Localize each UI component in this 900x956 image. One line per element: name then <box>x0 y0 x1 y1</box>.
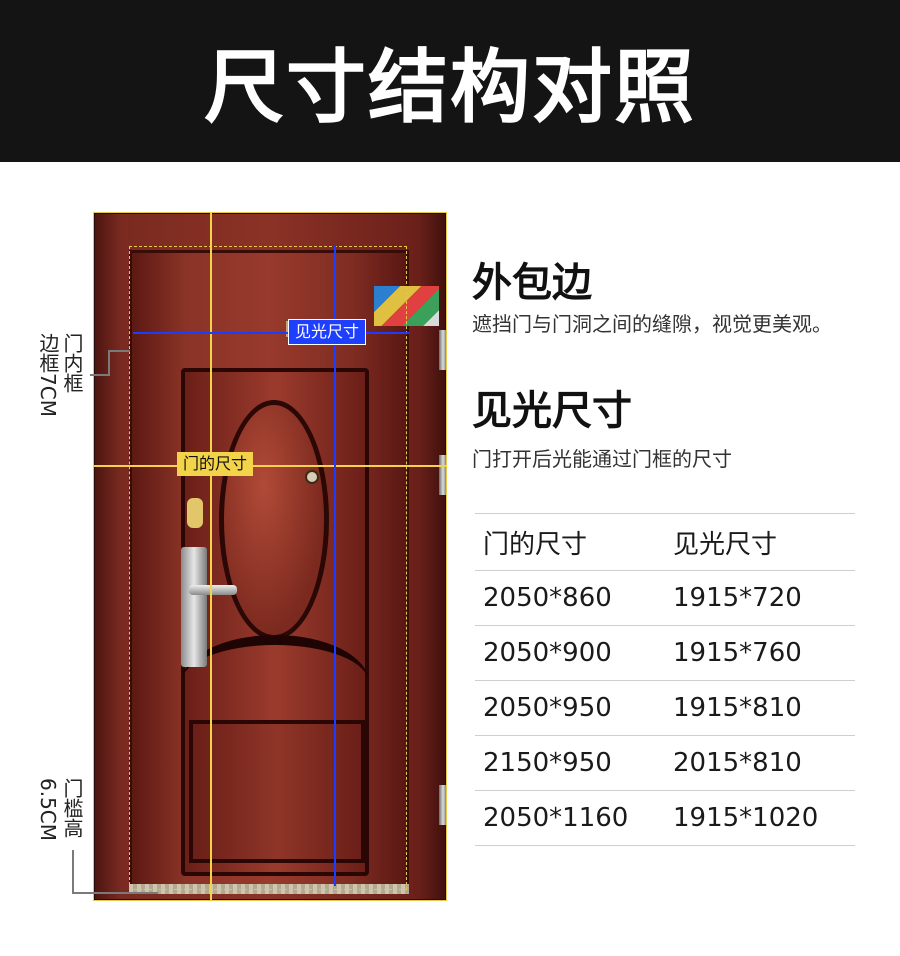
handle-lever-icon <box>189 585 237 595</box>
threshold-label: 门槛高 <box>60 778 84 838</box>
table-cell: 2050*860 <box>483 583 612 613</box>
table-cell: 2150*950 <box>483 748 612 778</box>
table-cell: 2050*1160 <box>483 803 629 833</box>
header-banner: 尺寸结构对照 <box>0 0 900 162</box>
inner-frame-connector <box>108 350 130 352</box>
page-title: 尺寸结构对照 <box>204 41 696 134</box>
handle-plate-icon <box>181 547 207 667</box>
door-size-horizontal-line <box>93 465 447 467</box>
inner-frame-connector <box>108 350 110 376</box>
outer-size-outline <box>93 212 447 901</box>
table-row: 2050*860 1915*720 <box>475 570 855 625</box>
door-leaf <box>129 250 447 890</box>
light-size-tag: 见光尺寸 <box>288 319 367 345</box>
table-cell: 2015*810 <box>673 748 802 778</box>
threshold-label-size: 6.5CM <box>36 778 60 842</box>
table-cell: 1915*810 <box>673 693 802 723</box>
threshold-connector <box>72 892 158 894</box>
table-row: 2150*950 2015*810 <box>475 735 855 790</box>
table-header-row: 门的尺寸 见光尺寸 <box>475 513 855 570</box>
lock-knob-icon <box>187 498 203 528</box>
table-row: 2050*950 1915*810 <box>475 680 855 735</box>
light-size-horizontal-line <box>133 332 409 334</box>
door-size-tag: 门的尺寸 <box>177 452 254 476</box>
table-header-light-size: 见光尺寸 <box>673 529 778 560</box>
inner-frame-label: 门内框 <box>60 333 84 393</box>
section-desc-outer-trim: 遮挡门与门洞之间的缝隙，视觉更美观。 <box>472 312 832 336</box>
inner-frame-connector <box>90 374 110 376</box>
table-row: 2050*1160 1915*1020 <box>475 790 855 846</box>
inner-frame-label-size: 边框7CM <box>36 333 60 417</box>
table-cell: 2050*900 <box>483 638 612 668</box>
table-cell: 1915*720 <box>673 583 802 613</box>
table-header-door-size: 门的尺寸 <box>483 529 588 560</box>
section-desc-light-size: 门打开后光能通过门框的尺寸 <box>472 447 732 471</box>
light-size-vertical-line <box>334 246 336 886</box>
hinge-icon <box>439 785 447 825</box>
section-title-light-size: 见光尺寸 <box>472 388 632 434</box>
door-wave-molding <box>181 635 369 715</box>
peephole-icon <box>305 470 319 484</box>
inner-size-outline <box>129 246 407 890</box>
size-table: 门的尺寸 见光尺寸 2050*860 1915*720 2050*900 191… <box>475 513 855 846</box>
table-cell: 2050*950 <box>483 693 612 723</box>
threshold-connector <box>72 850 74 894</box>
door-size-vertical-line <box>210 212 212 901</box>
door-illustration: 门的尺寸 见光尺寸 <box>93 212 447 901</box>
section-title-outer-trim: 外包边 <box>472 260 592 306</box>
table-row: 2050*900 1915*760 <box>475 625 855 680</box>
table-cell: 1915*760 <box>673 638 802 668</box>
hinge-icon <box>439 330 447 370</box>
table-cell: 1915*1020 <box>673 803 819 833</box>
hinge-icon <box>439 455 447 495</box>
